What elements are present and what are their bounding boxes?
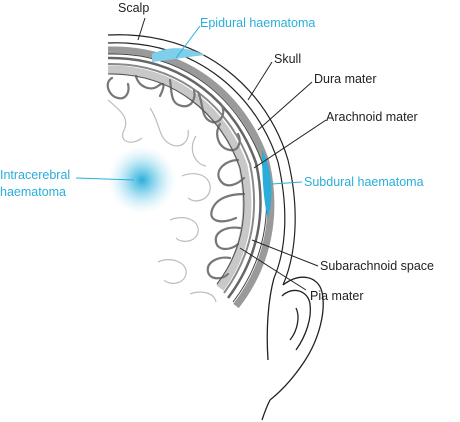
- subdural-haematoma-shape: [262, 150, 272, 218]
- dura-mater: [107, 56, 262, 299]
- label-scalp: Scalp: [118, 1, 149, 15]
- label-subdural-haematoma: Subdural haematoma: [304, 175, 424, 189]
- label-pia-mater: Pia mater: [310, 289, 364, 303]
- label-arachnoid-mater: Arachnoid mater: [326, 110, 418, 124]
- pia-mater: [107, 73, 245, 285]
- label-dura-mater: Dura mater: [314, 72, 377, 86]
- label-skull: Skull: [274, 52, 301, 66]
- skull-outline: [107, 53, 267, 303]
- leader-lines: [75, 17, 327, 291]
- label-subarachnoid-space: Subarachnoid space: [320, 259, 434, 273]
- brain-inner-folds: [107, 99, 217, 303]
- ear-outline: [261, 276, 324, 421]
- scalp-outer-line: [107, 34, 296, 286]
- intracerebral-haematoma-shape: [108, 146, 176, 214]
- label-intracerebral-line2: haematoma: [0, 185, 66, 199]
- cortex-outer-band: [107, 65, 252, 291]
- label-epidural-haematoma: Epidural haematoma: [200, 16, 315, 30]
- label-intracerebral-line1: Intracerebral: [0, 168, 70, 182]
